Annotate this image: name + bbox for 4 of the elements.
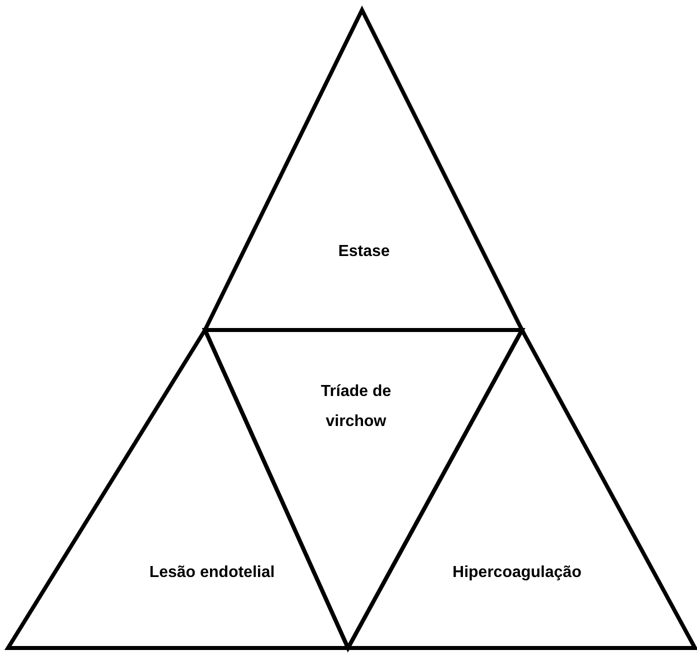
triangle-label: Tríade de virchow [320,382,392,432]
triangle-label: Hipercoagulação [452,563,582,583]
triangle-label: Lesão endotelial [149,563,275,583]
triangle-label: Estase [338,242,390,262]
